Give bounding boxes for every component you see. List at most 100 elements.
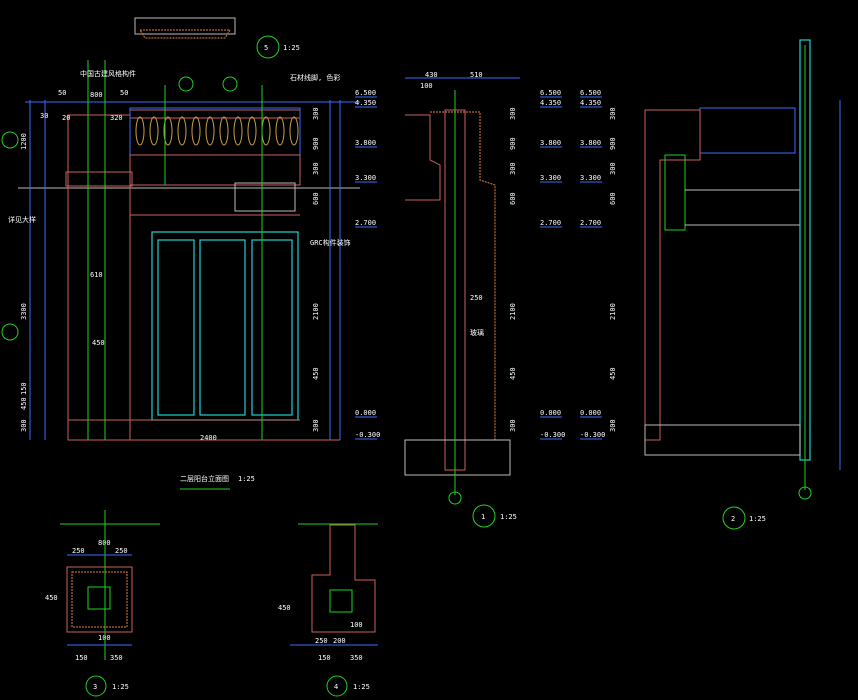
level-label: 2.700 bbox=[540, 219, 561, 227]
dim-label: 100 bbox=[420, 82, 433, 90]
dim-label: 100 bbox=[350, 621, 363, 629]
detail-5-bubble bbox=[256, 35, 280, 59]
level-label: 6.500 bbox=[580, 89, 601, 97]
lattice-panel bbox=[234, 182, 296, 212]
dim-label: 450 bbox=[278, 604, 291, 612]
dim-label: 600 bbox=[312, 192, 320, 205]
dim-label: 510 bbox=[470, 71, 483, 79]
balusters bbox=[135, 116, 299, 146]
baluster bbox=[163, 116, 173, 146]
detail-3-scale: 1:25 bbox=[112, 683, 129, 691]
baluster bbox=[247, 116, 257, 146]
dim-label: 350 bbox=[110, 654, 123, 662]
detail-2-scale: 1:25 bbox=[749, 515, 766, 523]
dim-label: 450 bbox=[20, 397, 28, 410]
dim-label: 50 bbox=[58, 89, 66, 97]
detail-5-number: 5 bbox=[264, 44, 268, 52]
door-frame bbox=[151, 231, 299, 421]
dim-label: 800 bbox=[90, 91, 103, 99]
baluster bbox=[177, 116, 187, 146]
detail-3-plan: 3 1:25 bbox=[60, 510, 160, 697]
level-label: 3.800 bbox=[580, 139, 601, 147]
dim-label: 800 bbox=[98, 539, 111, 547]
level-label: 3.800 bbox=[355, 139, 376, 147]
dim-label: 300 bbox=[20, 419, 28, 432]
level-label: 0.000 bbox=[580, 409, 601, 417]
dim-label: 600 bbox=[509, 192, 517, 205]
note: 中国古建风格构件 bbox=[80, 69, 136, 78]
dim-label: 450 bbox=[509, 367, 517, 380]
level-label: 2.700 bbox=[355, 219, 376, 227]
level-label: 0.000 bbox=[540, 409, 561, 417]
detail-4-scale: 1:25 bbox=[353, 683, 370, 691]
dim-label: 900 bbox=[509, 137, 517, 150]
dim-label: 250 bbox=[315, 637, 328, 645]
section-1: 1 1:25 玻璃 bbox=[404, 77, 520, 528]
dim-label: 2400 bbox=[200, 434, 217, 442]
dim-label: 300 bbox=[609, 107, 617, 120]
dim-label: 3300 bbox=[20, 303, 28, 320]
dim-label: 300 bbox=[509, 162, 517, 175]
dim-label: 300 bbox=[312, 419, 320, 432]
dim-label: 150 bbox=[318, 654, 331, 662]
dim-label: 300 bbox=[312, 162, 320, 175]
dim-label: 150 bbox=[20, 382, 28, 395]
dim-label: 350 bbox=[350, 654, 363, 662]
section-2: 2 1:25 bbox=[644, 39, 841, 530]
dim-label: 320 bbox=[110, 114, 123, 122]
baluster bbox=[219, 116, 229, 146]
detail-4-number: 4 bbox=[334, 683, 338, 691]
level-label: 4.350 bbox=[355, 99, 376, 107]
dim-label: 1200 bbox=[20, 133, 28, 150]
dim-label: 900 bbox=[312, 137, 320, 150]
baluster bbox=[149, 116, 159, 146]
dim-label: 300 bbox=[312, 107, 320, 120]
dim-label: 900 bbox=[609, 137, 617, 150]
elevation-scale: 1:25 bbox=[238, 475, 255, 483]
detail-1-scale: 1:25 bbox=[500, 513, 517, 521]
dim-label: 600 bbox=[609, 192, 617, 205]
detail-2-number: 2 bbox=[731, 515, 735, 523]
detail-4-plan: 4 1:25 bbox=[290, 523, 378, 697]
dim-label: 300 bbox=[509, 419, 517, 432]
baluster bbox=[275, 116, 285, 146]
level-label: 3.300 bbox=[355, 174, 376, 182]
dim-label: 610 bbox=[90, 271, 103, 279]
note: GRC构件装饰 bbox=[310, 238, 351, 247]
baluster bbox=[205, 116, 215, 146]
level-label: -0.300 bbox=[540, 431, 565, 439]
detail-1-number: 1 bbox=[481, 513, 485, 521]
dim-label: 300 bbox=[609, 419, 617, 432]
level-label: 2.700 bbox=[580, 219, 601, 227]
level-label: 4.350 bbox=[540, 99, 561, 107]
level-label: -0.300 bbox=[355, 431, 380, 439]
dim-label: 430 bbox=[425, 71, 438, 79]
dim-label: 450 bbox=[609, 367, 617, 380]
dim-label: 250 bbox=[470, 294, 483, 302]
baluster bbox=[261, 116, 271, 146]
level-label: 3.300 bbox=[580, 174, 601, 182]
dim-label: 300 bbox=[609, 162, 617, 175]
level-label: 6.500 bbox=[355, 89, 376, 97]
dim-label: 450 bbox=[92, 339, 105, 347]
dim-label: 2100 bbox=[609, 303, 617, 320]
elevation-title: 二层阳台立面图 bbox=[180, 474, 229, 483]
dim-label: 2100 bbox=[312, 303, 320, 320]
level-label: 3.300 bbox=[540, 174, 561, 182]
dim-label: 250 bbox=[115, 547, 128, 555]
dim-label: 450 bbox=[312, 367, 320, 380]
note: 详见大样 bbox=[8, 215, 36, 224]
dim-label: 100 bbox=[98, 634, 111, 642]
dim-label: 30 bbox=[40, 112, 48, 120]
detail-5-fragment: 5 1:25 bbox=[134, 17, 300, 59]
note: 玻璃 bbox=[470, 328, 484, 337]
baluster bbox=[289, 116, 299, 146]
dimension-labels: 300 300 300 900 900 900 300 300 300 600 600 600 2100… bbox=[20, 71, 617, 662]
level-label: 3.800 bbox=[540, 139, 561, 147]
dim-label: 250 bbox=[72, 547, 85, 555]
dim-label: 200 bbox=[333, 637, 346, 645]
dim-label: 2100 bbox=[509, 303, 517, 320]
detail-5-scale: 1:25 bbox=[283, 44, 300, 52]
